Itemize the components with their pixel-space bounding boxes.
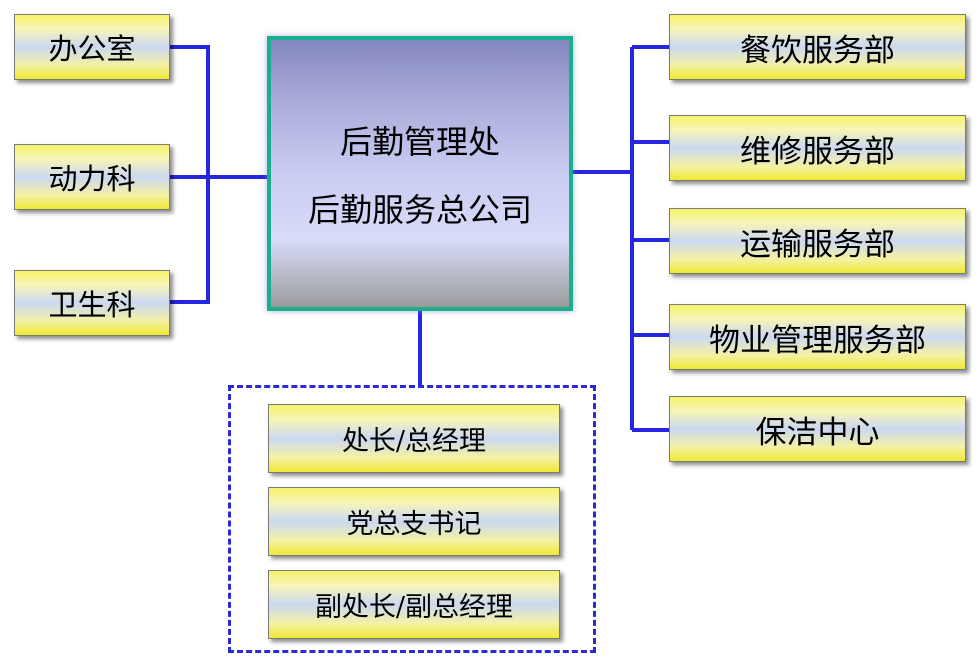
left-connector [170,45,267,304]
center-node: 后勤管理处 后勤服务总公司 [267,36,573,311]
dept-cleaning: 保洁中心 [669,396,966,462]
dept-health: 卫生科 [14,270,170,336]
role-party-secretary: 党总支书记 [268,487,560,556]
role-party-secretary-label: 党总支书记 [346,509,482,540]
dept-maintenance: 维修服务部 [669,115,966,181]
role-deputy-director: 副处长/副总经理 [268,570,560,639]
dept-power: 动力科 [14,144,170,210]
dept-transport-label: 运输服务部 [740,226,895,263]
role-deputy-director-label: 副处长/副总经理 [314,592,514,623]
center-subtitle: 后勤服务总公司 [307,190,532,229]
center-title: 后勤管理处 [339,122,500,161]
role-director-label: 处长/总经理 [341,426,487,457]
dept-cleaning-label: 保洁中心 [755,414,880,451]
dept-property-label: 物业管理服务部 [709,322,926,359]
dept-office-label: 办公室 [48,32,136,66]
dept-power-label: 动力科 [48,162,136,196]
dept-property: 物业管理服务部 [669,304,966,370]
leadership-group [228,385,596,653]
right-connector [573,45,669,432]
dept-maintenance-label: 维修服务部 [740,133,895,170]
dept-office: 办公室 [14,14,170,80]
dept-health-label: 卫生科 [48,288,136,322]
dept-catering-label: 餐饮服务部 [740,32,895,69]
role-director: 处长/总经理 [268,404,560,473]
dept-transport: 运输服务部 [669,208,966,274]
dept-catering: 餐饮服务部 [669,14,966,80]
